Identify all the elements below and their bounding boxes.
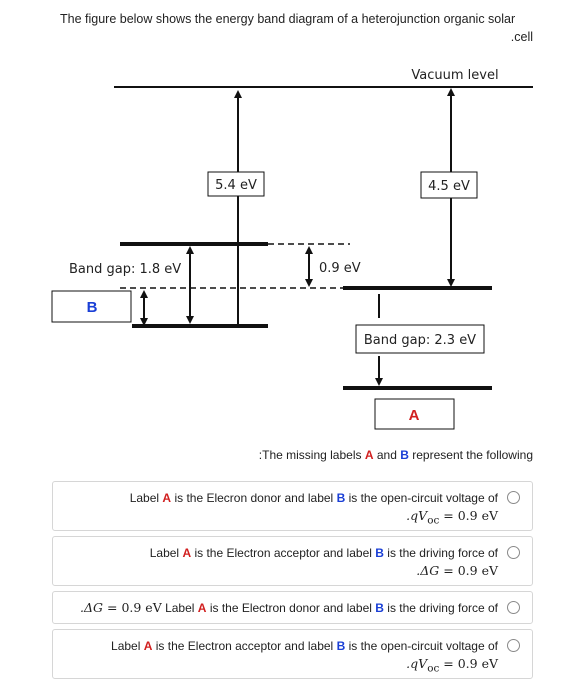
option-1-post: is the open-circuit voltage of bbox=[348, 491, 498, 505]
option-1-mid: is the Elecron donor and label bbox=[174, 491, 334, 505]
option-3-post: is the driving force of bbox=[387, 601, 498, 615]
prompt-prefix: :The missing labels bbox=[258, 448, 362, 462]
energy-band-diagram: Vacuum level 5.4 eV 4.5 eV Band gap: 1.8… bbox=[51, 68, 533, 430]
option-4-math: .qVoc = 0.9 eV bbox=[406, 656, 498, 675]
option-2-text: Label A is the Electron acceptor and lab… bbox=[150, 545, 498, 580]
prompt-label-b: B bbox=[400, 448, 409, 462]
option-1-label-a: A bbox=[162, 491, 172, 505]
option-3-radio[interactable] bbox=[507, 601, 520, 614]
option-2-pre: Label bbox=[149, 546, 180, 560]
option-1-pre: Label bbox=[129, 491, 160, 505]
option-2-mid: is the Electron acceptor and label bbox=[194, 546, 372, 560]
acceptor-band-gap-box bbox=[355, 324, 485, 354]
label-b-box bbox=[51, 290, 132, 323]
answer-option-4[interactable]: Label A is the Electron acceptor and lab… bbox=[52, 629, 533, 679]
option-4-label-a: A bbox=[143, 639, 153, 653]
option-4-radio[interactable] bbox=[507, 639, 520, 652]
donor-band-gap-label: Band gap: 1.8 eV bbox=[69, 262, 181, 277]
option-4-label-b: B bbox=[336, 639, 346, 653]
option-1-text: Label A is the Elecron donor and label B… bbox=[130, 490, 498, 530]
option-3-math: .ΔG = 0.9 eV bbox=[80, 600, 162, 615]
option-3-text: .ΔG = 0.9 eV Label A is the Electron don… bbox=[80, 599, 498, 617]
prompt-and: and bbox=[376, 448, 397, 462]
lumo-offset-value: 0.9 eV bbox=[319, 261, 361, 276]
answer-option-3[interactable]: .ΔG = 0.9 eV Label A is the Electron don… bbox=[52, 591, 533, 624]
label-b: B bbox=[87, 299, 98, 316]
question-prompt: :The missing labels A and B represent th… bbox=[259, 448, 533, 462]
option-1-math: .qVoc = 0.9 eV bbox=[406, 508, 498, 527]
question-line-2: .cell bbox=[510, 30, 533, 44]
option-4-mid: is the Electron acceptor and label bbox=[155, 639, 334, 653]
prompt-suffix: represent the following bbox=[412, 448, 533, 462]
vacuum-level-label: Vacuum level bbox=[411, 68, 498, 83]
option-2-label-b: B bbox=[375, 546, 384, 560]
label-a: A bbox=[409, 407, 420, 424]
option-4-post: is the open-circuit voltage of bbox=[348, 639, 498, 653]
option-2-math: .ΔG = 0.9 eV bbox=[416, 563, 498, 578]
answer-option-1[interactable]: Label A is the Elecron donor and label B… bbox=[52, 481, 533, 531]
option-3-mid: is the Electron donor and label bbox=[209, 601, 372, 615]
option-1-radio[interactable] bbox=[507, 491, 520, 504]
acceptor-affinity-box bbox=[420, 171, 478, 199]
option-4-text: Label A is the Electron acceptor and lab… bbox=[111, 638, 498, 678]
option-3-pre: Label bbox=[165, 601, 195, 615]
option-4-pre: Label bbox=[111, 639, 141, 653]
question-text: The figure below shows the energy band d… bbox=[60, 10, 533, 46]
question-line-1: The figure below shows the energy band d… bbox=[60, 12, 516, 26]
answer-option-2[interactable]: Label A is the Electron acceptor and lab… bbox=[52, 536, 533, 586]
option-3-label-a: A bbox=[197, 601, 207, 615]
prompt-label-a: A bbox=[364, 448, 374, 462]
acceptor-band-gap-label: Band gap: 2.3 eV bbox=[364, 333, 476, 348]
donor-ionization-value: 5.4 eV bbox=[215, 178, 257, 193]
option-2-radio[interactable] bbox=[507, 546, 520, 559]
option-2-post: is the driving force of bbox=[387, 546, 498, 560]
donor-ionization-box bbox=[207, 171, 265, 197]
option-1-label-b: B bbox=[336, 491, 346, 505]
label-a-box bbox=[374, 398, 455, 430]
option-2-label-a: A bbox=[182, 546, 192, 560]
option-3-label-b: B bbox=[375, 601, 384, 615]
acceptor-affinity-value: 4.5 eV bbox=[428, 179, 470, 194]
